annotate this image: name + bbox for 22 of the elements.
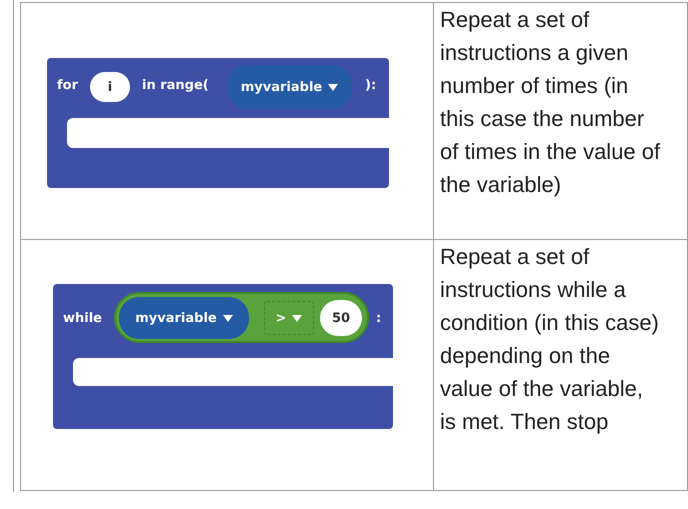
description-text: Repeat a set of instructions a given number of times (in this case the number of times in the value of the variable) xyxy=(440,6,662,199)
keyword-text: while xyxy=(63,311,102,326)
field-text: myvariable xyxy=(240,80,322,94)
field-text: > xyxy=(276,310,286,326)
variable-name-field xyxy=(90,72,130,102)
field-text: i xyxy=(108,80,112,94)
variable-dropdown xyxy=(227,65,352,109)
operator-dropdown xyxy=(264,301,314,335)
field-text: 50 xyxy=(332,310,350,326)
description-text: Repeat a set of instructions while a condition (in this case) depending on the value of the variable, is met. Then stop xyxy=(440,243,660,436)
loop-block xyxy=(47,58,389,188)
field-text: myvariable xyxy=(135,310,217,326)
loop-block xyxy=(53,284,393,429)
block-slot xyxy=(67,118,389,148)
keyword-text: : xyxy=(376,311,382,326)
block-slot xyxy=(73,358,393,386)
keyword-text: for xyxy=(57,78,78,93)
number-field xyxy=(320,300,362,336)
keyword-text: ): xyxy=(365,78,376,93)
variable-dropdown xyxy=(119,297,249,339)
keyword-text: in range( xyxy=(142,78,209,93)
condition-block xyxy=(114,292,369,343)
